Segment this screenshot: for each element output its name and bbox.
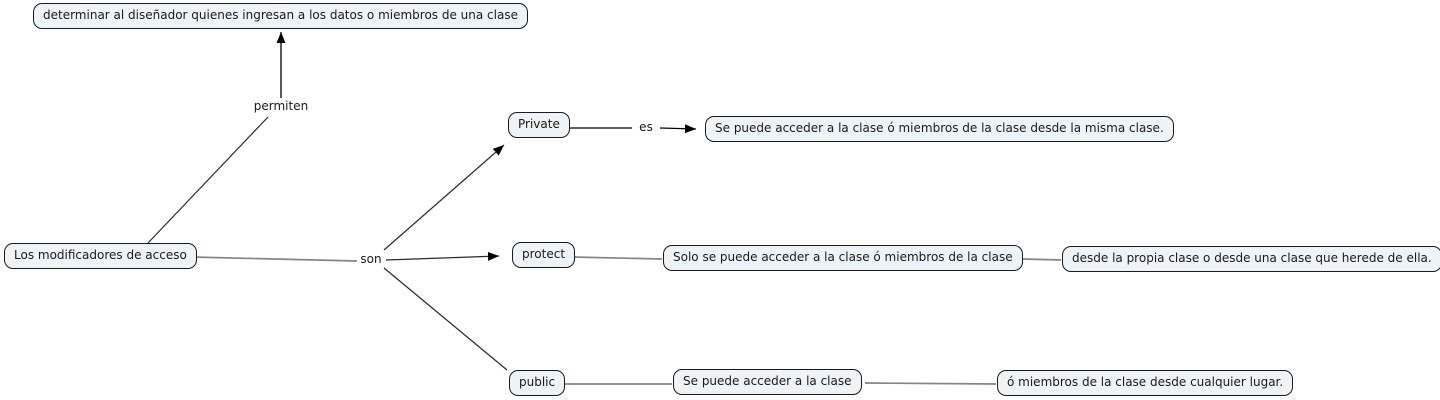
link-label-permiten[interactable]: permiten bbox=[251, 99, 311, 113]
node-protect[interactable]: protect bbox=[512, 242, 576, 268]
connector-son-public bbox=[383, 267, 508, 371]
connector-public-desc1-desc2 bbox=[864, 382, 997, 385]
node-public-desc-1[interactable]: Se puede acceder a la clase bbox=[673, 369, 862, 395]
connector-son-protect bbox=[385, 251, 500, 261]
node-private-desc[interactable]: Se puede acceder a la clase ó miembros d… bbox=[705, 116, 1174, 142]
node-purpose[interactable]: determinar al diseñador quienes ingresan… bbox=[33, 3, 528, 29]
node-public-desc-2[interactable]: ó miembros de la clase desde cualquier l… bbox=[997, 370, 1294, 396]
node-private[interactable]: Private bbox=[508, 112, 570, 138]
node-root[interactable]: Los modificadores de acceso bbox=[4, 243, 197, 269]
connector-son-private bbox=[383, 144, 505, 251]
connector-protect-desc1-desc2 bbox=[1022, 258, 1062, 261]
link-label-son[interactable]: son bbox=[358, 252, 384, 266]
connector-protect-desc1 bbox=[571, 256, 663, 260]
node-protect-desc-2[interactable]: desde la propia clase o desde una clase … bbox=[1062, 246, 1440, 272]
connector-es-private-desc bbox=[659, 124, 697, 134]
node-public[interactable]: public bbox=[509, 370, 566, 396]
connector-root-son bbox=[190, 256, 358, 262]
node-protect-desc-1[interactable]: Solo se puede acceder a la clase ó miemb… bbox=[663, 245, 1023, 271]
link-label-es[interactable]: es bbox=[637, 120, 655, 134]
connector-root-permiten bbox=[147, 116, 269, 244]
